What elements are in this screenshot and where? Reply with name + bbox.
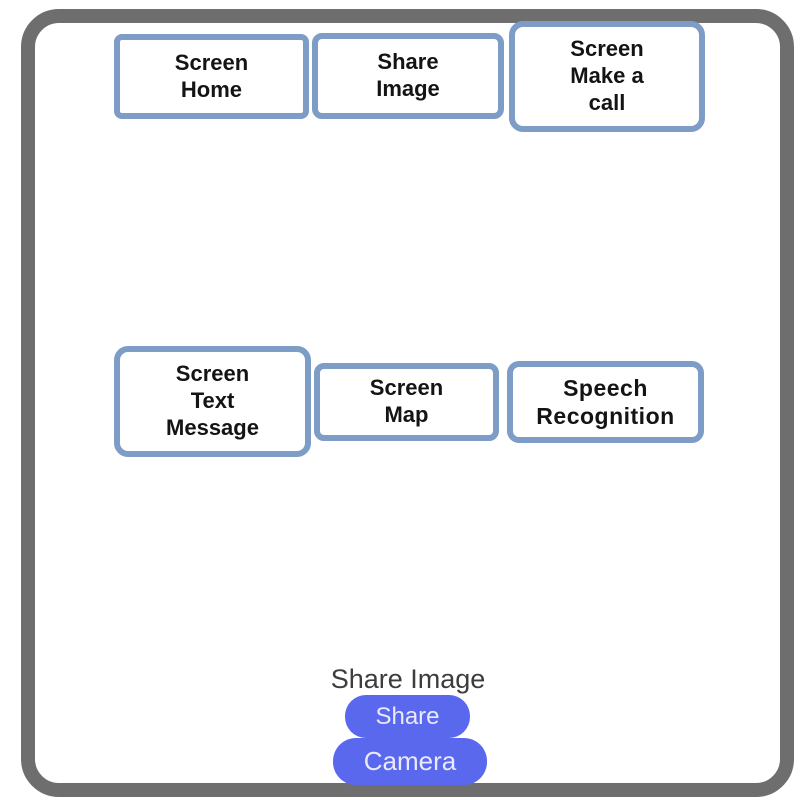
nav-button-screen-map[interactable]: Screen Map [314, 363, 499, 441]
nav-button-screen-make-a-call[interactable]: Screen Make a call [509, 21, 705, 132]
nav-button-share-image[interactable]: Share Image [312, 33, 504, 119]
share-image-title: Share Image [330, 664, 486, 694]
nav-button-screen-text-message[interactable]: Screen Text Message [114, 346, 311, 457]
camera-button[interactable]: Camera [333, 738, 487, 785]
nav-button-speech-recognition[interactable]: Speech Recognition [507, 361, 704, 443]
share-button[interactable]: Share [345, 695, 470, 738]
nav-button-screen-home[interactable]: Screen Home [114, 34, 309, 119]
